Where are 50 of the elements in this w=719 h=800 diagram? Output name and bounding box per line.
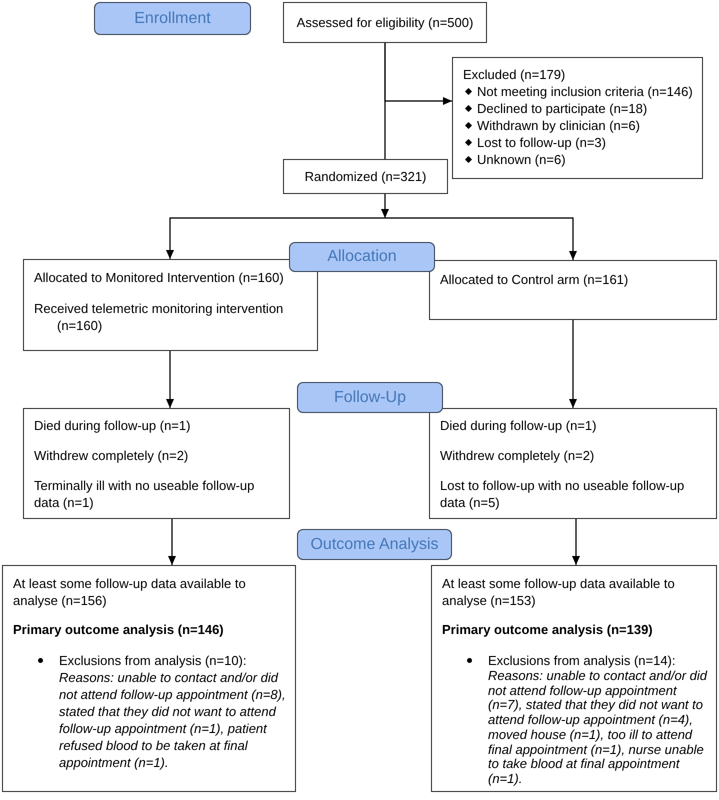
list-item-text: Withdrawn by clinician (n=6) bbox=[477, 117, 641, 134]
box-text: Terminally ill with no useable follow-up data (n=1) bbox=[34, 477, 256, 511]
stage-banner bbox=[94, 2, 251, 35]
list-item-text: Exclusions from analysis (n=10): bbox=[59, 652, 248, 669]
box-text: Received telemetric monitoring intervention (n=160) bbox=[34, 300, 284, 334]
box-text: Withdrew completely (n=2) bbox=[440, 447, 596, 464]
arrow bbox=[381, 194, 389, 218]
box-text: Allocated to Control arm (n=161) bbox=[440, 271, 630, 288]
arrow bbox=[166, 351, 174, 408]
arrow bbox=[572, 519, 580, 565]
process-box bbox=[23, 259, 318, 351]
process-box bbox=[283, 159, 448, 194]
list-item-text: Not meeting inclusion criteria (n=146) bbox=[477, 83, 694, 100]
box-text: Lost to follow-up with no useable follow-up data (n=5) bbox=[440, 477, 686, 511]
arrow bbox=[385, 217, 577, 260]
box-text: Withdrew completely (n=2) bbox=[34, 447, 190, 464]
stage-title: Follow-Up bbox=[334, 388, 406, 406]
stage-title: Enrollment bbox=[134, 10, 211, 28]
box-text: Died during follow-up (n=1) bbox=[440, 417, 598, 434]
box-text: Allocated to Monitored Intervention (n=160) bbox=[34, 269, 285, 286]
list-item-text: Unknown (n=6) bbox=[477, 151, 567, 168]
list-item-text: Lost to follow-up (n=3) bbox=[477, 134, 607, 151]
list-item-text: Exclusions from analysis (n=14): bbox=[488, 652, 676, 669]
stage-title: Allocation bbox=[327, 248, 397, 266]
box-text: At least some follow-up data available to analyse (n=156) bbox=[13, 575, 247, 609]
box-text: Randomized (n=321) bbox=[304, 168, 426, 185]
stage-banner bbox=[297, 382, 443, 413]
note-text: Reasons: unable to contact and/or did not attend follow-up appointment (n=7), stated that they did not want to attend follow-up appointment (n=4), moved house (n=1), too ill to attend final appointment (n=1), nurse unable to take blood at final appointment (n=1). bbox=[488, 669, 707, 787]
arrow bbox=[569, 320, 577, 408]
process-box bbox=[2, 565, 296, 792]
list-item-text: Declined to participate (n=18) bbox=[477, 100, 648, 117]
process-box bbox=[452, 57, 703, 179]
arrow bbox=[168, 519, 176, 565]
box-heading: Primary outcome analysis (n=146) bbox=[13, 621, 225, 638]
process-box bbox=[431, 565, 717, 792]
process-box bbox=[283, 2, 487, 43]
box-heading: Primary outcome analysis (n=139) bbox=[442, 621, 654, 638]
stage-title: Outcome Analysis bbox=[310, 536, 439, 554]
arrow bbox=[384, 43, 452, 105]
process-box bbox=[429, 408, 717, 519]
box-text: Died during follow-up (n=1) bbox=[34, 417, 192, 434]
box-text: At least some follow-up data available to analyse (n=153) bbox=[442, 575, 676, 609]
box-text: Assessed for eligibility (n=500) bbox=[296, 14, 474, 31]
process-box bbox=[23, 408, 290, 519]
stage-banner bbox=[289, 242, 435, 272]
arrow bbox=[166, 217, 385, 259]
note-text: Reasons: unable to contact and/or did not attend follow-up appointment (n=8), stated that they did not want to attend follow-up appointment (n=1), patient refused blood to be taken at final appointment (n=1). bbox=[59, 669, 287, 771]
process-box bbox=[429, 260, 717, 320]
box-heading: Excluded (n=179) bbox=[463, 66, 566, 83]
stage-banner bbox=[297, 529, 452, 560]
